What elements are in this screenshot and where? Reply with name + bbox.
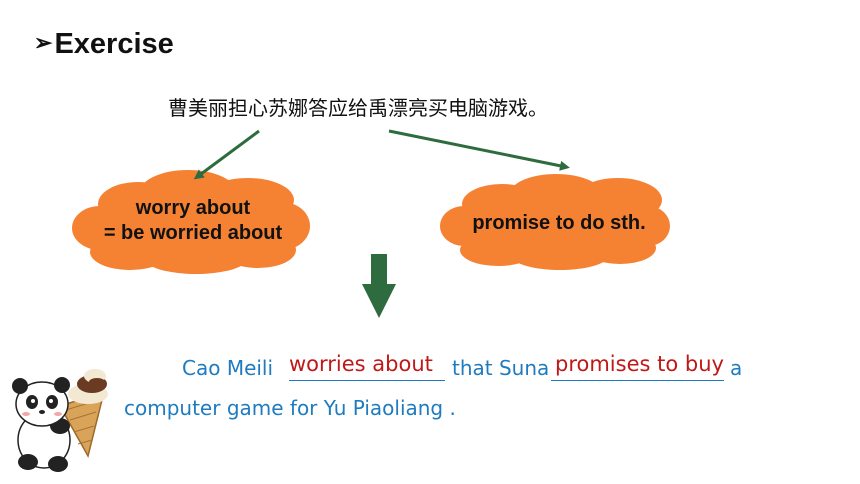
arrow-to-right-cloud (388, 129, 570, 171)
cloud-left-text: worry about = be worried about (70, 196, 316, 246)
panda-mascot-image (12, 369, 108, 472)
cloud-left-line2: = be worried about (103, 222, 283, 244)
answer-2: promises to buy (555, 352, 724, 376)
answer-blank-1 (289, 380, 445, 381)
slide-heading: ➢Exercise (34, 28, 174, 61)
answer-blank-2 (551, 380, 724, 381)
down-arrow-icon (362, 254, 396, 318)
arrow-bullet-icon: ➢ (34, 30, 53, 55)
heading-text: Exercise (54, 28, 174, 60)
cloud-right-shape (440, 174, 670, 270)
cloud-right-text: promise to do sth. (472, 212, 646, 234)
answer-1: worries about (289, 352, 433, 376)
sentence-part2: that Suna (452, 356, 550, 380)
chinese-sentence: 曹美丽担心苏娜答应给禹漂亮买电脑游戏。 (168, 96, 548, 120)
cloud-left-shape (72, 170, 310, 274)
cloud-left-line1: worry about (135, 197, 251, 219)
sentence-line2: computer game for Yu Piaoliang . (124, 396, 456, 420)
sentence-part1: Cao Meili (182, 356, 274, 380)
sentence-part3: a (730, 356, 743, 380)
arrow-to-left-cloud (193, 129, 260, 180)
